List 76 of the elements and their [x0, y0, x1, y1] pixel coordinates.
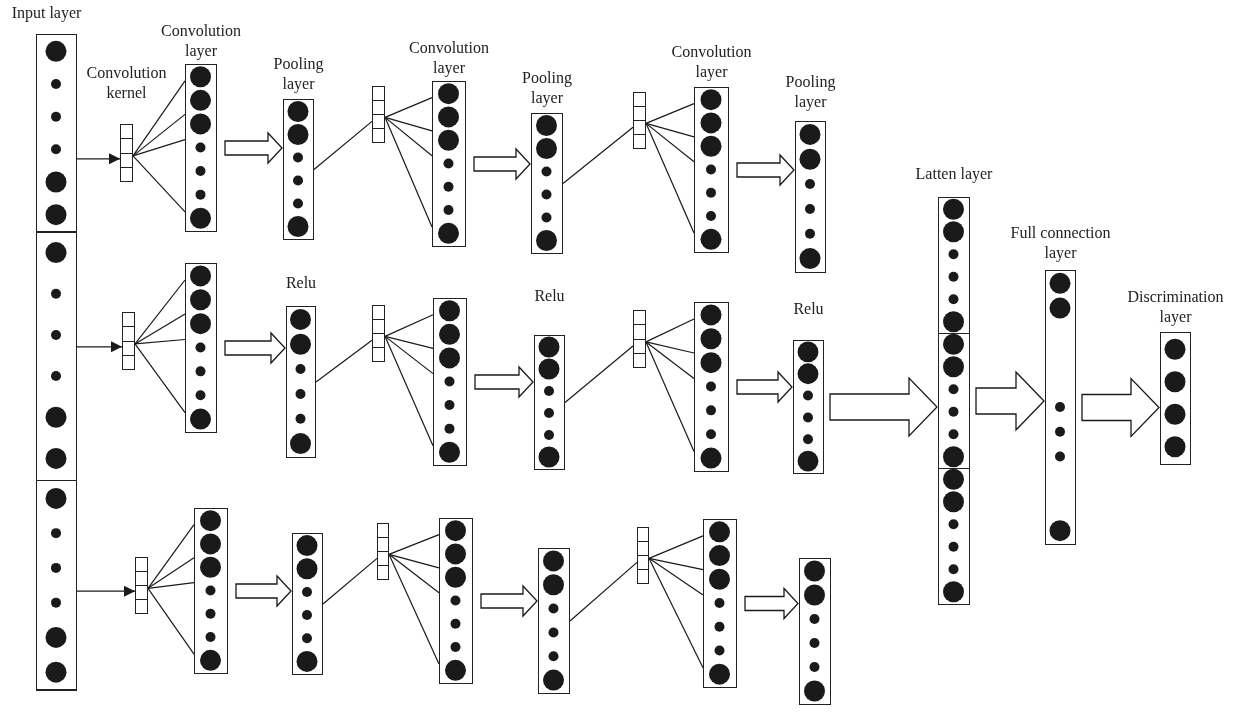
convolution-kernel — [637, 527, 649, 584]
connection-line — [648, 557, 704, 596]
connection-line — [384, 335, 434, 375]
block-arrow — [224, 131, 283, 165]
layer-label: Pooling layer — [784, 72, 837, 112]
connection-line — [384, 97, 433, 118]
connection-line — [132, 139, 186, 157]
connection-line — [648, 557, 704, 571]
block-arrow — [474, 365, 534, 399]
block-arrow — [473, 147, 531, 181]
connection-line — [134, 343, 186, 414]
layer-label: Full connection layer — [1009, 223, 1112, 263]
layer-label: Discrimination layer — [1126, 287, 1225, 327]
connection-line — [569, 561, 638, 622]
layer-label: Pooling layer — [521, 68, 573, 108]
convolution-kernel — [633, 92, 646, 149]
connection-line — [388, 553, 440, 569]
block-arrow — [480, 584, 538, 618]
connection-line — [388, 534, 440, 555]
layer-label: Convolution layer — [160, 21, 242, 61]
connection-line — [147, 582, 195, 589]
block-arrow — [224, 331, 286, 365]
convolution-kernel — [377, 523, 389, 580]
connection-line — [315, 339, 373, 383]
block-arrow — [235, 574, 292, 608]
connection-line — [384, 314, 434, 337]
block-arrow — [975, 370, 1045, 432]
convolution-kernel — [372, 86, 385, 143]
connection-line — [384, 116, 433, 132]
layer-label: Pooling layer — [272, 54, 325, 94]
block-arrow — [736, 153, 795, 187]
connection-line — [645, 341, 695, 453]
connection-line — [134, 279, 186, 345]
layer-label: Convolution layer — [408, 38, 490, 78]
connection-line — [388, 553, 440, 594]
connection-line — [645, 122, 695, 138]
connection-line — [313, 120, 373, 171]
convolution-kernel — [122, 312, 135, 370]
convolution-kernel — [135, 557, 148, 614]
connection-line — [645, 122, 695, 234]
layer-label: Relu — [285, 273, 317, 293]
connection-line — [132, 113, 186, 157]
connection-line — [147, 524, 195, 589]
connection-line — [147, 557, 195, 589]
connection-line — [645, 103, 695, 124]
convolution-kernel — [633, 310, 646, 368]
block-arrow — [736, 370, 793, 404]
block-arrow — [744, 586, 799, 621]
layer-label: Relu — [793, 299, 824, 319]
connection-line — [645, 341, 695, 354]
connection-line — [134, 313, 186, 345]
connection-line — [132, 80, 186, 157]
connection-line — [134, 338, 186, 345]
connection-line — [645, 318, 695, 343]
connection-line — [384, 335, 434, 349]
convolution-kernel — [372, 305, 385, 362]
connection-line — [645, 341, 695, 380]
connection-line — [384, 116, 433, 157]
connection-line — [648, 535, 704, 559]
connection-line — [645, 122, 695, 163]
connection-line — [132, 155, 186, 213]
connection-line — [562, 126, 634, 185]
layer-label: Latten layer — [915, 164, 993, 184]
connection-line — [388, 553, 440, 665]
connection-line — [322, 557, 378, 605]
connection-line — [384, 335, 434, 447]
layer-label: Convolution layer — [670, 42, 753, 82]
layer-label: Relu — [534, 286, 565, 306]
connection-line — [384, 116, 433, 228]
connection-line — [648, 557, 704, 669]
connection-line — [147, 587, 195, 655]
block-arrow — [1081, 376, 1160, 439]
block-arrow — [829, 376, 938, 438]
layer-label: Convolution kernel — [85, 63, 168, 103]
layer-label: Input layer — [11, 3, 82, 23]
connection-line — [564, 345, 634, 404]
